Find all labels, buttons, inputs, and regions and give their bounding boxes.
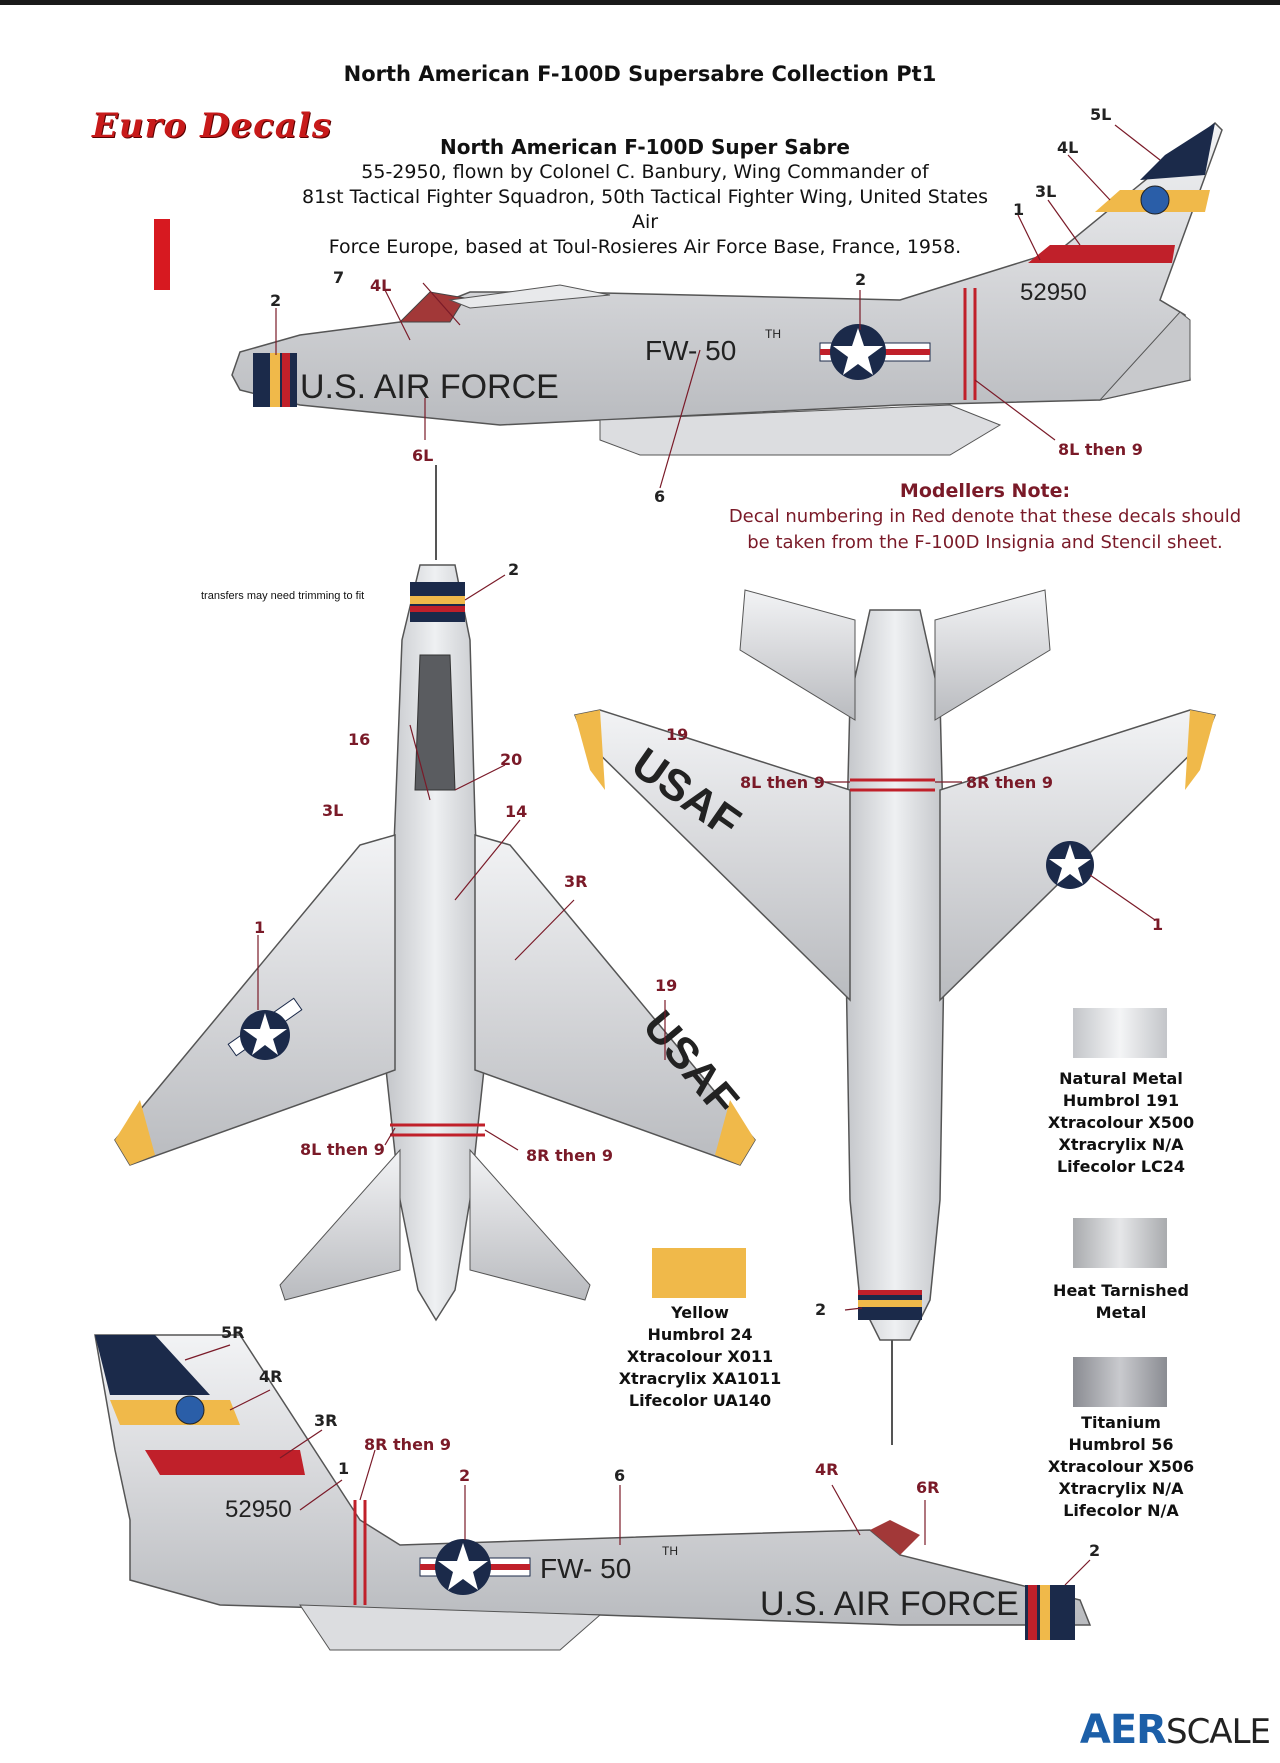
callout-2-top: 2 xyxy=(508,560,520,579)
modellers-note: Modellers Note: Decal numbering in Red d… xyxy=(720,478,1250,556)
colour-titanium: Titanium Humbrol 56 Xtracolour X506 Xtra… xyxy=(1047,1413,1195,1520)
colour-yellow: Yellow Humbrol 24 Xtracolour X011 Xtracr… xyxy=(618,1303,782,1410)
callout-3R-top: 3R xyxy=(564,872,588,891)
callout-2-insignia: 2 xyxy=(855,270,867,289)
callout-1-under: 1 xyxy=(1152,915,1164,934)
drop-tank xyxy=(599,404,1002,456)
callout-3R: 3R xyxy=(314,1411,338,1430)
callout-8R-then-9: 8R then 9 xyxy=(364,1435,452,1454)
left-profile-view: 52950 U.S. AIR FORCE FW- 50 TH xyxy=(231,121,1223,456)
trim-note: transfers may need trimming to fit xyxy=(201,590,365,602)
callout-4R: 4R xyxy=(259,1367,283,1386)
wing-badge-right xyxy=(175,1395,205,1425)
wingtip-yellow-right xyxy=(715,1100,755,1165)
callout-5L: 5L xyxy=(1090,105,1112,124)
insignia-roundel-right xyxy=(419,1539,531,1595)
top-plan-view: USAF xyxy=(114,465,756,1322)
callout-6-right: 6 xyxy=(614,1466,626,1485)
callout-7: 7 xyxy=(333,268,345,287)
desc-line-2: 81st Tactical Fighter Squadron, 50th Tac… xyxy=(302,186,988,233)
callout-4L: 4L xyxy=(1057,138,1079,157)
insignia-roundel-top xyxy=(227,997,303,1060)
callout-19-top: 19 xyxy=(655,976,678,995)
insignia-roundel-left xyxy=(819,324,931,380)
drop-tank-right xyxy=(299,1604,602,1651)
callout-19-under: 19 xyxy=(666,725,689,744)
callout-20: 20 xyxy=(500,750,523,769)
swatch-titanium xyxy=(1073,1357,1167,1407)
desc-line-3: Force Europe, based at Toul-Rosieres Air… xyxy=(328,236,962,258)
svg-text:TH: TH xyxy=(765,327,781,341)
sheet-marker-bar xyxy=(154,219,170,290)
callout-4L-canopy: 4L xyxy=(370,276,392,295)
aircraft-description: North American F-100D Super Sabre 55-295… xyxy=(290,135,1000,260)
callout-2-under: 2 xyxy=(815,1300,827,1319)
callout-1-tail: 1 xyxy=(1013,200,1025,219)
callout-3L: 3L xyxy=(1035,182,1057,201)
callout-3L-top: 3L xyxy=(322,801,344,820)
callout-2-nose: 2 xyxy=(270,291,282,310)
callout-4R-canopy: 4R xyxy=(815,1460,839,1479)
tail-stripe-navy xyxy=(1140,123,1215,180)
underside-view: USAF xyxy=(573,589,1217,1445)
wing-badge-left xyxy=(1140,185,1170,215)
callout-6R: 6R xyxy=(916,1478,940,1497)
tail-serial-left: 52950 xyxy=(1020,279,1087,306)
tail-serial-right: 52950 xyxy=(225,1496,292,1523)
callout-2-right: 2 xyxy=(459,1466,471,1485)
fuselage-text-right: U.S. AIR FORCE xyxy=(760,1585,1019,1623)
colour-heat-tarnished: Heat Tarnished Metal xyxy=(1053,1281,1189,1322)
callout-1-right: 1 xyxy=(338,1459,350,1478)
callout-6: 6 xyxy=(654,487,666,506)
top-border xyxy=(0,0,1280,5)
cockpit-canopy-top xyxy=(414,654,456,791)
collection-title: North American F-100D Supersabre Collect… xyxy=(343,62,937,86)
swatch-yellow xyxy=(652,1248,746,1298)
unit-code-left: FW- 50 xyxy=(645,335,736,366)
swatch-heat-tarnished xyxy=(1073,1218,1167,1268)
right-profile-view: 52950 FW- 50 TH U.S. AIR FORCE xyxy=(94,1334,1092,1651)
callout-16: 16 xyxy=(348,730,371,749)
underside-wingtip-left xyxy=(575,710,605,790)
fuselage-text-left: U.S. AIR FORCE xyxy=(300,368,559,406)
callout-5R: 5R xyxy=(221,1323,245,1342)
aircraft-title: North American F-100D Super Sabre xyxy=(440,135,850,159)
insignia-roundel-underside xyxy=(1046,841,1094,889)
colour-natural-metal: Natural Metal Humbrol 191 Xtracolour X50… xyxy=(1047,1069,1195,1176)
note-line-2: be taken from the F-100D Insignia and St… xyxy=(747,532,1223,553)
wingtip-yellow-left xyxy=(115,1100,155,1165)
note-line-1: Decal numbering in Red denote that these… xyxy=(728,506,1242,527)
canopy-glass xyxy=(448,284,611,309)
callout-14: 14 xyxy=(505,802,528,821)
callout-2-nose-right: 2 xyxy=(1089,1541,1101,1560)
callout-8R-under: 8R then 9 xyxy=(966,773,1054,792)
note-heading: Modellers Note: xyxy=(899,480,1071,502)
callout-1-top: 1 xyxy=(254,918,266,937)
callout-8L-then-9: 8L then 9 xyxy=(1058,440,1143,459)
desc-line-1: 55-2950, flown by Colonel C. Banbury, Wi… xyxy=(361,161,929,183)
svg-text:TH: TH xyxy=(662,1544,678,1558)
callout-6L: 6L xyxy=(412,446,434,465)
callout-8L-under: 8L then 9 xyxy=(740,773,825,792)
callout-8R-top: 8R then 9 xyxy=(526,1146,614,1165)
callout-leaders xyxy=(184,124,1161,1586)
aeroscale-logo: AERSCALE xyxy=(1079,1707,1271,1753)
tail-stripe-red xyxy=(1028,245,1175,263)
euro-decals-logo: Euro Decals xyxy=(92,106,332,146)
callout-8L-top: 8L then 9 xyxy=(300,1140,385,1159)
underside-wingtip-right xyxy=(1185,710,1215,790)
swatch-natural-metal xyxy=(1073,1008,1167,1058)
unit-code-right: FW- 50 xyxy=(540,1553,631,1584)
